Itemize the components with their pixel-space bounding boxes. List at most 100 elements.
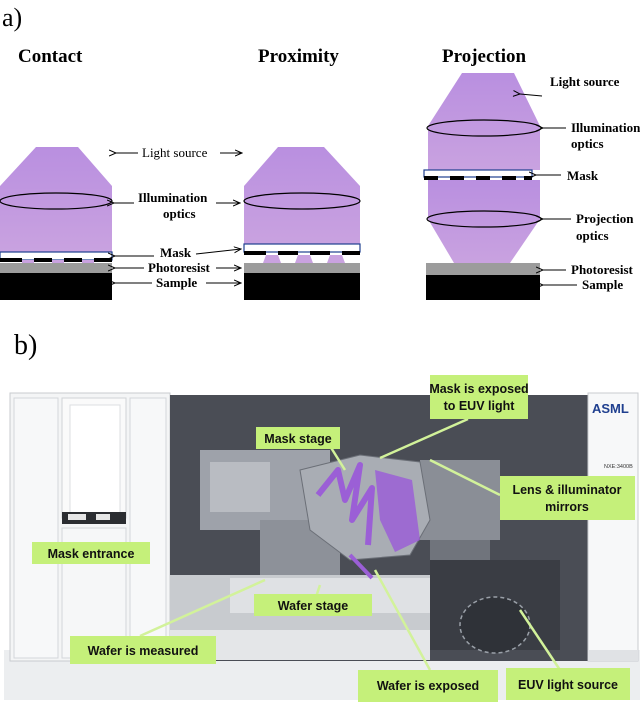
proximity-gap-beam-2 [295, 255, 313, 263]
contact-photoresist [0, 263, 112, 273]
panel-b-label: b) [14, 330, 37, 361]
contact-mask-block-1 [0, 258, 22, 262]
center-labels: Light source Illumination optics Mask Ph… [114, 145, 242, 290]
euv-machine-photo: ASML NXE:3400B [4, 392, 640, 700]
right-label-photoresist: Photoresist [571, 262, 634, 277]
proximity-mask-block-4 [342, 251, 360, 255]
callout-wafer-stage [254, 594, 372, 616]
projection-mask [423, 169, 533, 178]
projection-photoresist [426, 263, 540, 275]
proximity-mask-block-1 [244, 251, 266, 255]
contact-beam [0, 147, 112, 252]
callout-lens [500, 476, 635, 520]
callout-wafer-stage-text: Wafer stage [278, 599, 348, 613]
right-arrow-light-source [520, 94, 543, 96]
projection-mask-block-3 [476, 176, 490, 180]
right-label-sample: Sample [582, 277, 623, 292]
label-illumination-2: optics [163, 206, 196, 221]
contact-mask-block-4 [94, 258, 112, 262]
callout-euv-source [506, 668, 630, 700]
asml-logo: ASML [592, 401, 629, 416]
leader-euv-source [518, 609, 562, 671]
panel-a: a) Contact Proximity Projection [0, 3, 640, 300]
euv-source-vessel [459, 596, 531, 654]
callout-euv-source-text: EUV light source [518, 678, 618, 692]
callout-wafer-exposed [358, 670, 498, 702]
proximity-mask [243, 243, 361, 253]
contact-exposed-2 [52, 260, 64, 264]
mask-entrance-tray [68, 514, 86, 520]
euv-beam-down [348, 553, 374, 580]
proximity-beam [244, 147, 360, 244]
callout-mask-exposed-text-1: Mask is exposed [429, 382, 528, 396]
projection-mask-block-4 [502, 176, 516, 180]
contact-mask-block-2 [34, 258, 52, 262]
callout-mask-entrance-text: Mask entrance [48, 547, 135, 561]
right-label-mask: Mask [567, 168, 599, 183]
contact-diagram [0, 147, 113, 300]
right-label-illumination-1: Illumination [571, 120, 640, 135]
callouts: Mask is exposed to EUV light Mask stage … [32, 375, 635, 702]
proximity-photoresist [244, 263, 360, 273]
proximity-diagram [243, 147, 361, 300]
callout-wafer-measured-text: Wafer is measured [88, 644, 199, 658]
callout-mask-exposed-text-2: to EUV light [444, 399, 516, 413]
projection-diagram: Light source Illumination optics Mask Pr… [423, 73, 640, 300]
leader-wafer-measured [139, 578, 266, 638]
proximity-mask-block-3 [310, 251, 330, 255]
left-cabinet-inner [69, 404, 121, 514]
mask-entrance-tray-2 [96, 514, 110, 520]
proximity-mask-block-2 [278, 251, 298, 255]
left-cabinet-panel-1 [13, 397, 59, 659]
title-proximity: Proximity [258, 46, 339, 67]
callout-mask-exposed [430, 375, 528, 419]
interior-right-block [420, 460, 500, 540]
contact-exposed-1 [22, 260, 34, 264]
callout-wafer-exposed-text: Wafer is exposed [377, 679, 479, 693]
right-label-projection-2: optics [576, 228, 609, 243]
projection-mask-block-2 [450, 176, 464, 180]
contact-exposed-3 [82, 260, 94, 264]
label-sample: Sample [156, 275, 197, 290]
panel-a-label: a) [2, 3, 22, 32]
proximity-gap-beam-3 [327, 255, 345, 263]
euv-beam-zigzag [315, 462, 375, 546]
callout-mask-stage [256, 427, 340, 449]
interior-upper-block-2 [210, 462, 270, 512]
label-mask: Mask [160, 245, 192, 260]
callout-wafer-measured [70, 636, 216, 664]
title-contact: Contact [18, 46, 83, 67]
label-illumination-1: Illumination [138, 190, 208, 205]
leader-lens [429, 458, 501, 497]
panel-b: b) [4, 330, 640, 702]
leader-mask-stage [328, 445, 347, 471]
leader-wafer-exposed [373, 569, 432, 671]
callout-lens-text-2: mirrors [545, 500, 589, 514]
callout-mask-entrance [32, 542, 150, 564]
euv-beam-cone [375, 470, 420, 552]
projection-mask-block-1 [424, 176, 438, 180]
arrow-mask-right [195, 249, 241, 255]
projection-beam-upper [428, 73, 540, 170]
label-light-source: Light source [142, 145, 208, 160]
right-label-projection-1: Projection [576, 211, 634, 226]
callout-lens-text-1: Lens & illuminator [512, 483, 621, 497]
contact-mask-block-3 [64, 258, 82, 262]
right-cabinet-base [588, 650, 638, 661]
proximity-sample [244, 273, 360, 300]
callout-leaders [139, 417, 562, 671]
leader-mask-exposed [379, 417, 469, 460]
right-label-light-source: Light source [550, 74, 620, 89]
right-label-illumination-2: optics [571, 136, 604, 151]
contact-sample [0, 273, 112, 300]
callout-mask-stage-text: Mask stage [264, 432, 331, 446]
model-label: NXE:3400B [604, 464, 633, 470]
right-cabinet [587, 392, 639, 662]
proximity-gap-beam-1 [263, 255, 281, 263]
proximity-illumination-lens [243, 192, 361, 210]
projection-mask-block-5 [524, 176, 532, 180]
projection-sample [426, 275, 540, 300]
projection-beam-lower [428, 180, 540, 263]
left-cabinet-panel-2 [129, 397, 167, 659]
